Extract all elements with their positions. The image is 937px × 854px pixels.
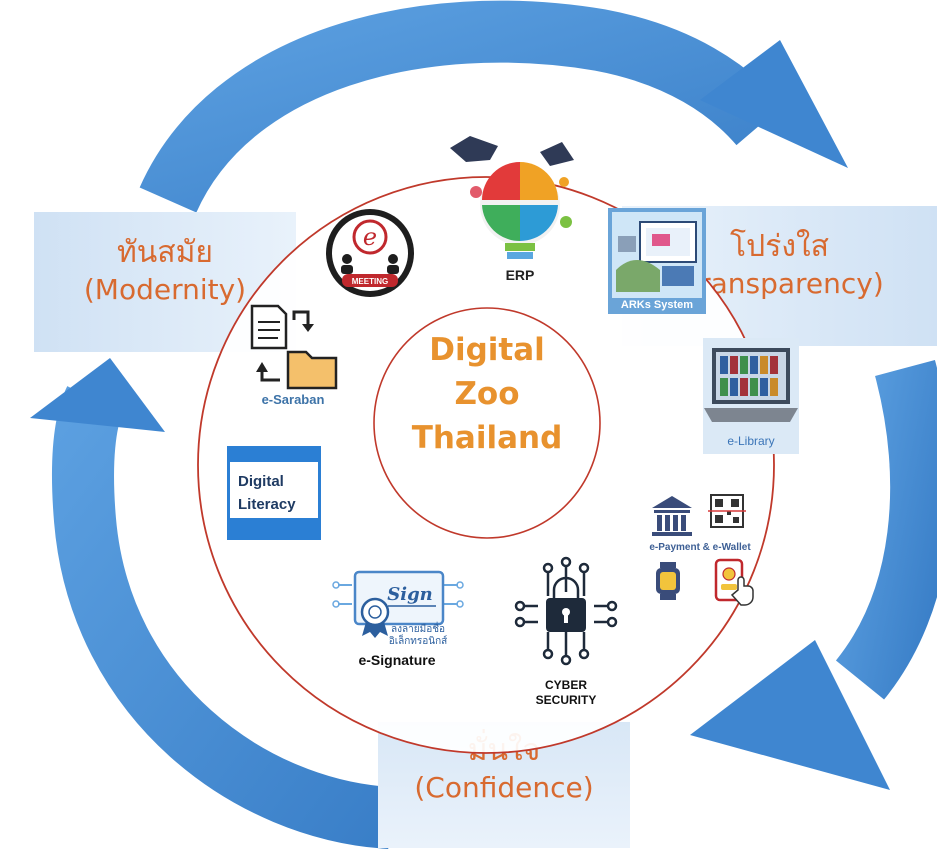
mobile-payment-icon	[714, 558, 754, 606]
right-cycle-arrow	[690, 359, 937, 790]
esaraban-icon: e-Saraban	[250, 304, 338, 407]
meeting-icon: e MEETING	[326, 209, 414, 297]
inner-ellipse	[373, 307, 601, 539]
digital-literacy-icon: Digital Literacy	[227, 446, 321, 540]
left-cycle-arrow	[30, 358, 393, 849]
erp-label: ERP	[506, 267, 535, 283]
modernity-english: (Modernity)	[83, 272, 247, 306]
confidence-english: (Confidence)	[414, 770, 594, 804]
meeting-label: MEETING	[352, 277, 388, 286]
epayment-icon-group: e-Payment & e-Wallet	[649, 494, 754, 606]
cyber-security-icon	[514, 556, 618, 666]
sign-thai-line1: ลงลายมือชื่อ	[391, 621, 445, 635]
elibrary-label: e-Library	[727, 434, 774, 448]
center-line3: Thailand	[411, 420, 563, 457]
outer-ring	[197, 176, 775, 754]
arks-system-icon: ARKs System	[608, 208, 706, 314]
digital-literacy-line1: Digital	[238, 473, 284, 490]
esignature-label: e-Signature	[358, 652, 435, 668]
digital-literacy-line2: Literacy	[238, 496, 296, 513]
cyber-label-line2: SECURITY	[536, 693, 597, 707]
cyber-label-line1: CYBER	[545, 678, 587, 692]
esignature-icon: Sign ลงลายมือชื่อ อิเล็กทรอนิกส์ e-Signa…	[332, 570, 464, 668]
smartwatch-icon	[656, 562, 680, 600]
qr-code-icon	[708, 494, 746, 528]
center-title: Digital Zoo Thailand	[380, 328, 594, 460]
modernity-thai: ทันสมัย	[117, 235, 213, 270]
meeting-letter: e	[363, 223, 377, 251]
modernity-box: ทันสมัย (Modernity)	[34, 212, 296, 352]
top-cycle-arrow	[139, 0, 848, 214]
sign-thai-line2: อิเล็กทรอนิกส์	[389, 633, 448, 647]
elibrary-icon: e-Library	[703, 338, 799, 454]
erp-icon: ERP	[450, 136, 574, 283]
padlock-keyhole-slot	[564, 614, 568, 623]
epayment-label: e-Payment & e-Wallet	[649, 542, 751, 553]
arks-label: ARKs System	[621, 299, 693, 311]
esaraban-label: e-Saraban	[262, 392, 325, 407]
sign-word: Sign	[387, 584, 433, 605]
center-line1: Digital	[429, 332, 545, 368]
transparency-thai: โปร่งใส	[730, 229, 829, 264]
center-line2: Zoo	[454, 376, 520, 413]
bank-icon	[652, 496, 692, 536]
